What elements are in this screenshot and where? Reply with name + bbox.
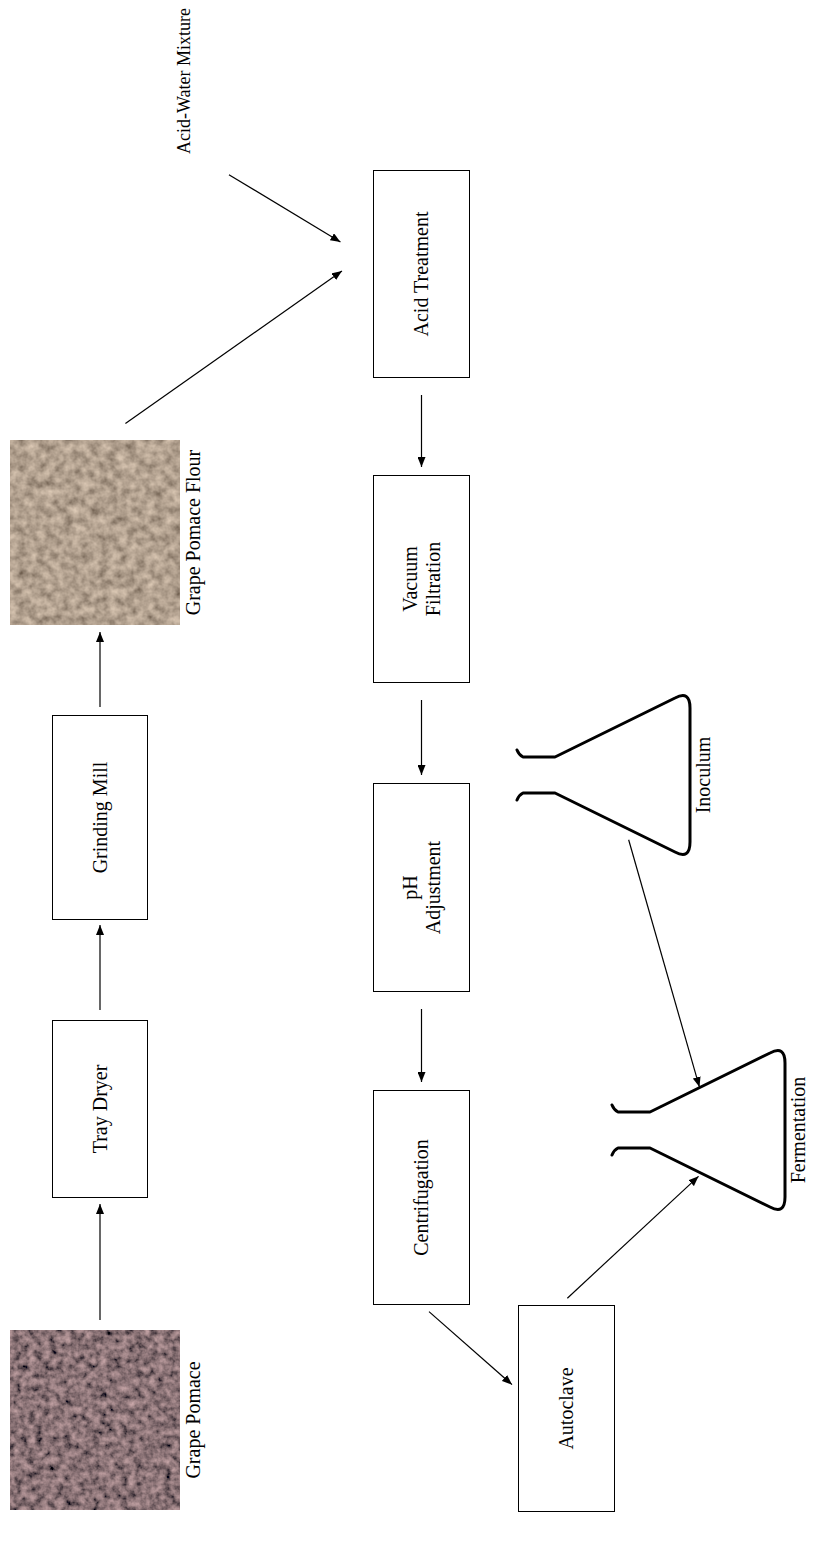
flask-shape [517,696,690,855]
process-box: Tray Dryer [52,1020,148,1198]
process-box: Centrifugation [373,1090,470,1305]
grape-pomace-photo [10,1330,180,1510]
node-text: Vacuum Filtration [399,524,445,634]
flask-node: Fermentation [610,1043,810,1217]
flow-arrow [99,1204,100,1320]
node-text: pH Adjustment [399,833,445,943]
node-text: Grinding Mill [89,762,112,874]
flow-arrow [567,1176,698,1298]
node-text: Inoculum [692,688,715,862]
process-box: Acid Treatment [373,170,470,378]
node-text: Grape Pomace Flour [182,438,205,627]
node-text: Centrifugation [410,1139,433,1256]
photo-node: Grape Pomace [10,1328,205,1512]
node-text: Grape Pomace [182,1328,205,1512]
node-text: Acid Treatment [410,212,433,337]
process-box: Autoclave [518,1305,615,1512]
process-box: Vacuum Filtration [373,475,470,683]
flask-node: Inoculum [515,688,715,862]
photo-node: Grape Pomace Flour [10,438,205,627]
node-text: Autoclave [555,1367,578,1449]
flow-arrow [421,700,422,775]
node-text: Fermentation [787,1043,810,1217]
process-box: Grinding Mill [52,715,148,920]
flask-outline [515,690,690,860]
node-text: Acid-Water Mixture [174,8,195,154]
flask-shape [612,1051,785,1210]
flow-arrow [99,632,100,707]
flow-arrow [629,840,700,1087]
flour-texture [10,440,180,625]
node-text: Tray Dryer [89,1065,112,1154]
input-label-node: Acid-Water Mixture [174,8,195,154]
flow-arrow [99,925,100,1010]
flour-photo [10,440,180,625]
flow-arrow [229,175,341,242]
flask-outline [610,1045,785,1215]
flow-arrow [429,1312,512,1385]
flow-arrow [421,1009,422,1082]
flow-arrow [125,271,342,424]
grape-pomace-texture [10,1330,180,1510]
flow-arrow [421,395,422,467]
process-box: pH Adjustment [373,783,470,992]
